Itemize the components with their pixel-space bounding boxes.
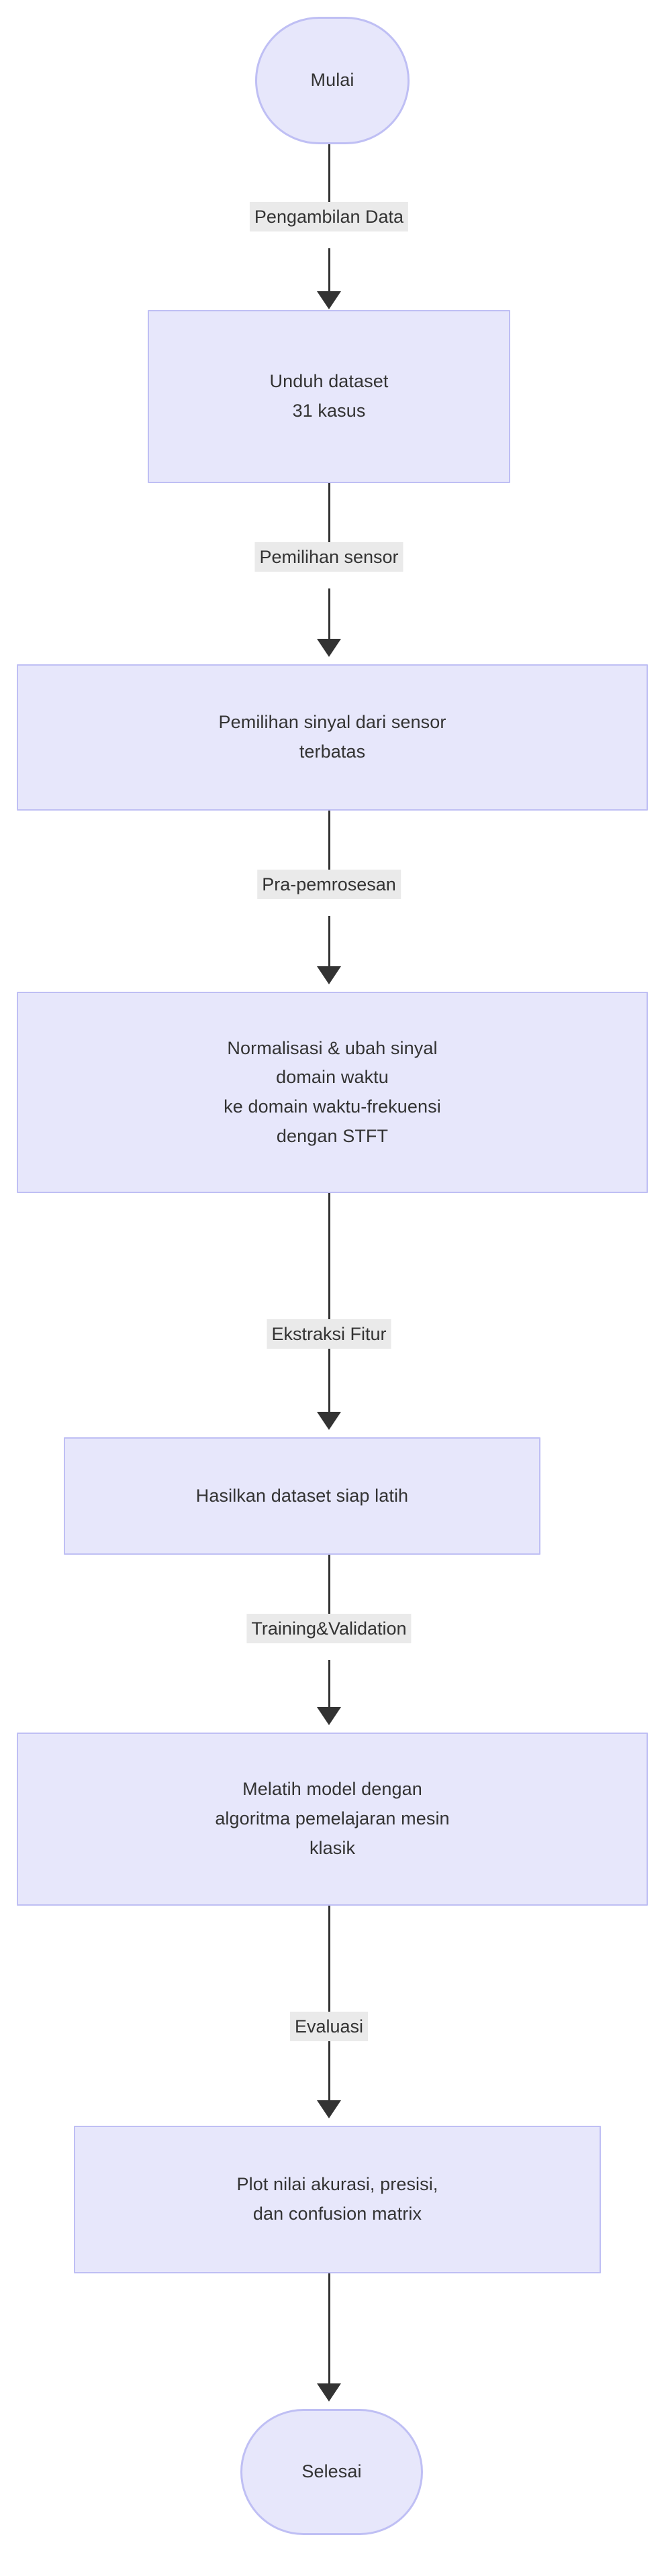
connector-normalisasi-to-hasilkan-upper bbox=[328, 1192, 330, 1255]
node-label-line: Pemilihan sinyal dari sensor bbox=[218, 712, 446, 733]
node-label-line: terbatas bbox=[299, 741, 366, 762]
node-label-line: Mulai bbox=[310, 70, 354, 91]
node-end-selesai[interactable]: Selesai bbox=[240, 2409, 423, 2535]
node-pemilihan-sinyal[interactable]: Pemilihan sinyal dari sensor terbatas bbox=[17, 664, 648, 811]
node-start-mulai[interactable]: Mulai bbox=[255, 17, 410, 144]
connector-plot-to-end bbox=[328, 2273, 330, 2385]
node-label-line: klasik bbox=[309, 1837, 356, 1858]
node-label-line: Plot nilai akurasi, presisi, bbox=[236, 2174, 438, 2195]
node-normalisasi-stft[interactable]: Normalisasi & ubah sinyal domain waktu k… bbox=[17, 992, 648, 1193]
node-melatih-model[interactable]: Melatih model dengan algoritma pemelajar… bbox=[17, 1733, 648, 1906]
connector-pemilihan-to-normalisasi-upper bbox=[328, 810, 330, 872]
node-label-line: Unduh dataset bbox=[269, 371, 389, 392]
arrowhead-to-plot bbox=[317, 2100, 341, 2118]
arrowhead-to-unduh bbox=[317, 291, 341, 309]
edge-label-training-validation: Training&Validation bbox=[246, 1614, 412, 1644]
connector-start-to-unduh-lower bbox=[328, 248, 330, 293]
node-label-line: domain waktu bbox=[276, 1067, 389, 1088]
arrowhead-to-normalisasi bbox=[317, 966, 341, 984]
node-label-line: ke domain waktu-frekuensi bbox=[224, 1096, 441, 1117]
arrowhead-to-hasilkan bbox=[317, 1412, 341, 1430]
node-label-line: Melatih model dengan bbox=[242, 1779, 422, 1800]
edge-label-pra-pemrosesan: Pra-pemrosesan bbox=[257, 870, 401, 900]
edge-label-evaluasi: Evaluasi bbox=[289, 2012, 369, 2042]
arrowhead-to-pemilihan bbox=[317, 639, 341, 657]
edge-label-ekstraksi-fitur: Ekstraksi Fitur bbox=[267, 1319, 391, 1349]
connector-unduh-to-pemilihan-upper bbox=[328, 482, 330, 545]
edge-label-pengambilan-data: Pengambilan Data bbox=[249, 202, 409, 232]
connector-pemilihan-to-normalisasi-lower bbox=[328, 916, 330, 968]
node-plot-evaluasi[interactable]: Plot nilai akurasi, presisi, dan confusi… bbox=[74, 2126, 601, 2273]
node-label-line: Hasilkan dataset siap latih bbox=[195, 1485, 409, 1506]
node-label-line: dengan STFT bbox=[276, 1125, 389, 1146]
node-label-line: dan confusion matrix bbox=[252, 2204, 422, 2224]
connector-hasilkan-to-melatih-lower bbox=[328, 1660, 330, 1709]
node-unduh-dataset[interactable]: Unduh dataset 31 kasus bbox=[148, 310, 510, 483]
arrowhead-to-melatih bbox=[317, 1707, 341, 1725]
node-label-line: Selesai bbox=[301, 2461, 362, 2482]
node-label-line: 31 kasus bbox=[292, 401, 366, 421]
connector-hasilkan-to-melatih-upper bbox=[328, 1554, 330, 1616]
connector-melatih-to-plot-upper bbox=[328, 1905, 330, 1967]
connector-start-to-unduh-upper bbox=[328, 143, 330, 205]
node-label-line: Normalisasi & ubah sinyal bbox=[227, 1037, 438, 1058]
connector-unduh-to-pemilihan-lower bbox=[328, 588, 330, 641]
arrowhead-to-end bbox=[317, 2383, 341, 2402]
node-label-line: algoritma pemelajaran mesin bbox=[215, 1808, 450, 1829]
node-hasilkan-dataset[interactable]: Hasilkan dataset siap latih bbox=[64, 1437, 540, 1555]
edge-label-pemilihan-sensor: Pemilihan sensor bbox=[254, 542, 403, 572]
